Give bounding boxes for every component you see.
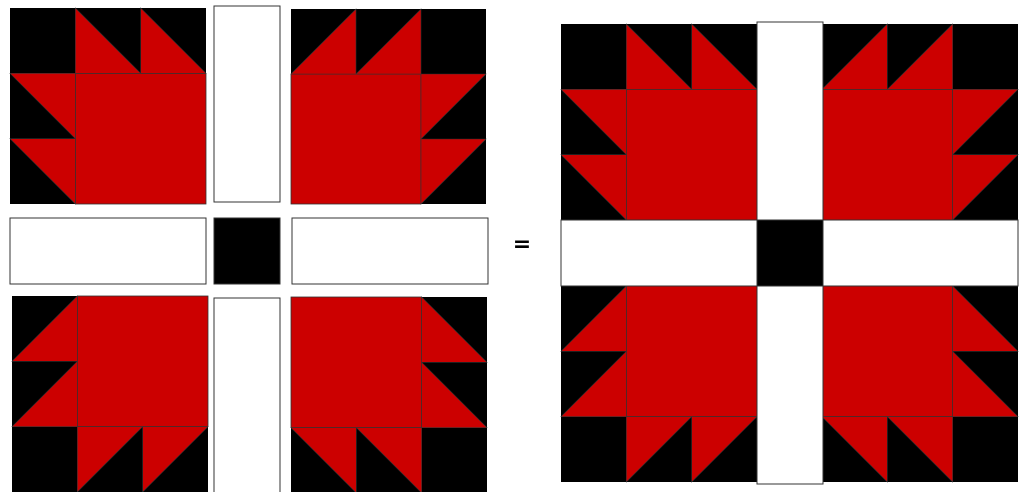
assembled-block (561, 22, 1018, 484)
sashing-strip-bottom (214, 298, 280, 492)
paw-square (822, 286, 953, 417)
cornerstone-square (214, 218, 280, 284)
bear-paw-block-top-right (291, 9, 486, 204)
sashing-strip-top (214, 6, 280, 202)
assembled-sashing-bottom (757, 286, 823, 484)
paw-square (626, 89, 757, 220)
assembled-paw-bottom-right (822, 286, 1018, 482)
assembled-sashing-right (823, 220, 1018, 286)
bear-paw-block-bottom-left (12, 296, 208, 492)
assembled-cornerstone (757, 220, 823, 286)
paw-square (291, 74, 421, 204)
paw-square (75, 73, 206, 204)
sashing-strip-right (292, 218, 488, 284)
assembled-paw-top-right (822, 24, 1018, 220)
paw-square (822, 89, 953, 220)
sashing-strip-left (10, 218, 206, 284)
assembled-sashing-left (561, 220, 757, 286)
paw-square (291, 297, 422, 428)
paw-square (626, 286, 757, 417)
unassembled-pieces (10, 6, 488, 492)
assembled-sashing-top (757, 22, 823, 220)
assembled-paw-top-left (561, 24, 757, 220)
paw-square (77, 296, 208, 427)
bear-paw-block-top-left (10, 8, 206, 204)
assembled-paw-bottom-left (561, 286, 757, 482)
bear-paw-block-bottom-right (291, 297, 487, 492)
equals-sign: = (507, 232, 537, 257)
